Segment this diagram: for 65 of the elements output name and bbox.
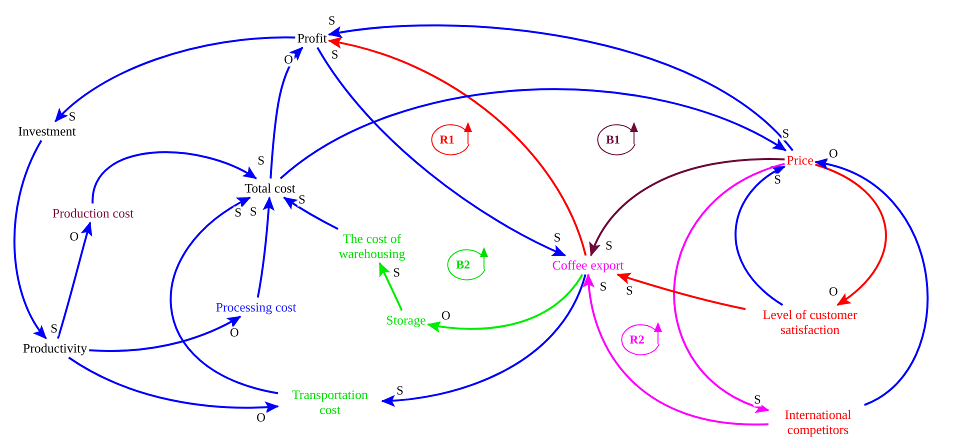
polarity-label: S xyxy=(392,266,402,280)
causal-arrow xyxy=(590,158,785,256)
polarity-label: O xyxy=(282,53,294,66)
polarity-label: S xyxy=(781,127,790,140)
causal-arrow xyxy=(57,222,92,339)
causal-arrow xyxy=(316,46,566,256)
loop-label: R2 xyxy=(630,332,644,348)
causal-arrow xyxy=(170,196,278,394)
variable-label: Level of customer satisfaction xyxy=(748,307,872,337)
variable-label: The cost of warehousing xyxy=(327,231,417,261)
polarity-label: O xyxy=(228,326,240,339)
causal-arrow xyxy=(426,274,584,333)
causal-arrow xyxy=(673,162,785,412)
polarity-label: S xyxy=(256,154,266,167)
polarity-label: O xyxy=(828,286,839,298)
causal-arrow xyxy=(583,274,768,426)
polarity-label: S xyxy=(396,384,404,398)
polarity-label: S xyxy=(604,239,614,252)
polarity-label: S xyxy=(68,110,77,123)
causal-arrow xyxy=(270,46,304,179)
loop-label: R1 xyxy=(440,132,454,148)
causal-arrow xyxy=(280,88,787,180)
polarity-label: S xyxy=(330,48,340,62)
polarity-label: O xyxy=(68,230,80,243)
causal-arrow xyxy=(256,196,275,298)
variable-label: Productivity xyxy=(22,340,88,356)
polarity-label: S xyxy=(552,231,562,244)
variable-label: Processing cost xyxy=(216,300,296,314)
causal-arrow xyxy=(814,159,928,406)
causal-arrow xyxy=(815,164,887,306)
variable-label: Storage xyxy=(386,312,426,328)
causal-arrow xyxy=(92,151,257,204)
variable-label: Production cost xyxy=(52,206,134,220)
causal-arrow xyxy=(68,356,279,414)
polarity-label: S xyxy=(598,280,608,293)
variable-label: Transportation cost xyxy=(280,387,380,417)
causal-arrow xyxy=(14,140,47,340)
polarity-label: S xyxy=(50,322,59,335)
causal-arrow xyxy=(89,316,242,352)
causal-arrow xyxy=(54,36,296,122)
loop-label: B2 xyxy=(456,258,470,272)
polarity-label: S xyxy=(327,14,336,28)
loop-label: B1 xyxy=(606,132,620,148)
causal-arrow xyxy=(283,196,338,230)
variable-label: International competitors xyxy=(770,407,866,437)
polarity-label: S xyxy=(298,193,306,206)
variable-label: Investment xyxy=(18,124,76,138)
polarity-label: O xyxy=(828,148,839,161)
causal-arrow xyxy=(328,37,587,256)
variable-label: Profit xyxy=(297,30,327,46)
polarity-label: S xyxy=(753,394,762,407)
causal-arrow xyxy=(616,272,746,310)
polarity-label: S xyxy=(773,173,782,186)
polarity-label: S xyxy=(234,206,243,219)
polarity-label: O xyxy=(255,412,267,425)
polarity-label: O xyxy=(440,310,452,323)
causal-arrow xyxy=(734,166,786,306)
variable-label: Price xyxy=(786,152,814,168)
variable-label: Coffee export xyxy=(552,258,624,272)
causal-arrow xyxy=(328,24,794,152)
polarity-label: S xyxy=(248,205,258,218)
causal-arrow xyxy=(381,274,586,406)
variable-label: Total cost xyxy=(244,180,296,196)
causal-arrow xyxy=(378,262,403,311)
polarity-label: S xyxy=(624,284,634,297)
